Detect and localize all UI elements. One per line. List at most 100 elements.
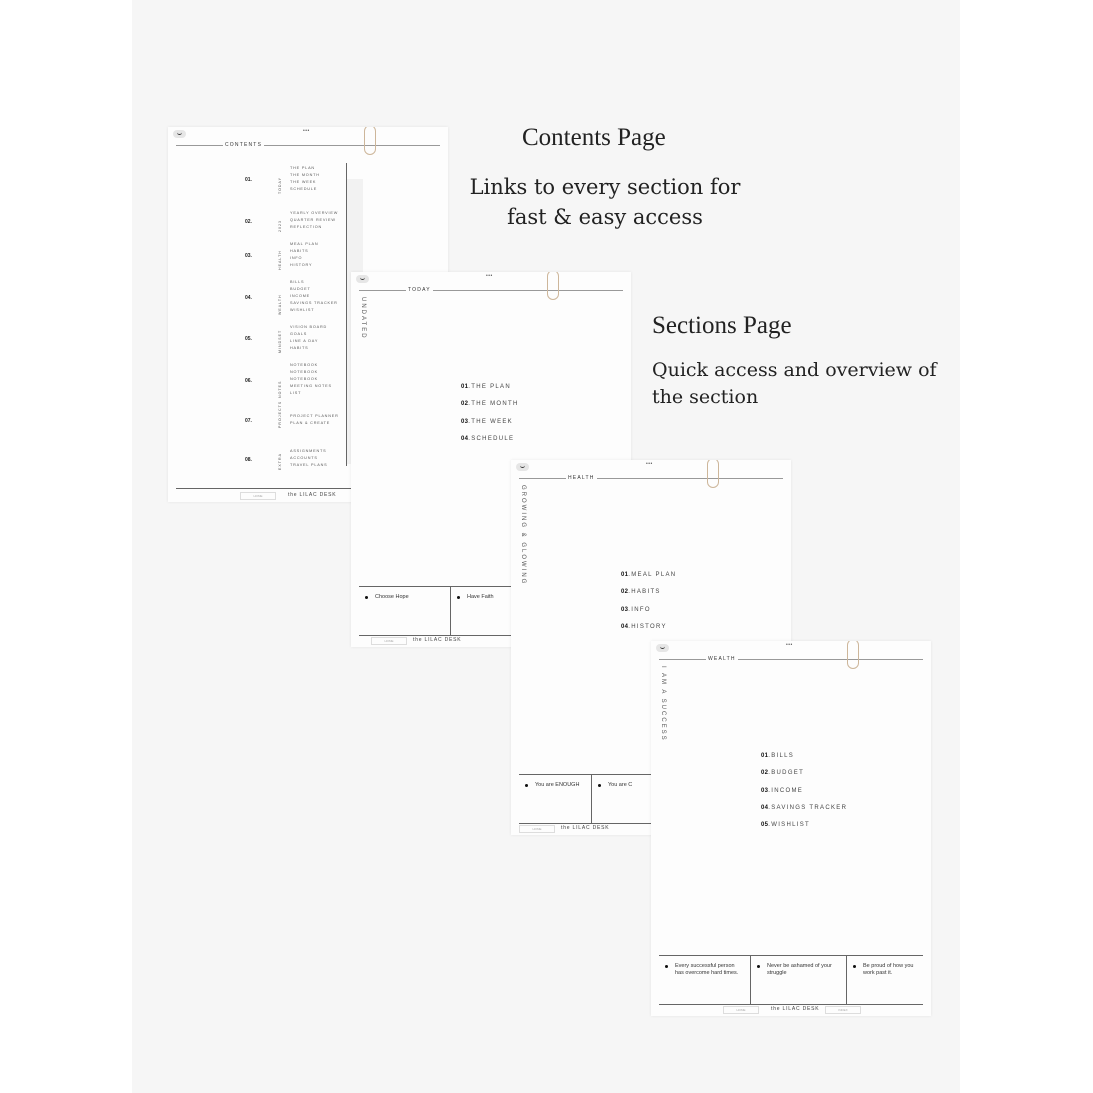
link-number: 01 (621, 572, 629, 578)
affirmation-cell: You are C (591, 775, 687, 823)
page-footer: HOME the LILAC DESK (168, 492, 448, 500)
link-label: .THE MONTH (468, 401, 519, 408)
section-category[interactable]: TODAY (278, 176, 282, 194)
section-link[interactable]: 03.INFO (621, 607, 676, 624)
link-label: .THE WEEK (468, 418, 513, 425)
contents-link[interactable]: HABITS (290, 249, 309, 253)
contents-link[interactable]: NOTEBOOK (290, 377, 318, 381)
contents-link[interactable]: HISTORY (290, 263, 313, 267)
contents-link[interactable]: THE PLAN (290, 166, 315, 170)
section-link[interactable]: 03.THE WEEK (461, 419, 519, 436)
section-number[interactable]: 01. (245, 177, 252, 183)
link-label: .THE PLAN (468, 384, 511, 390)
contents-link[interactable]: LIST (290, 391, 302, 395)
home-button[interactable]: HOME (371, 637, 407, 645)
section-category[interactable]: HEALTH (278, 250, 282, 270)
contents-link[interactable]: WISHLIST (290, 308, 315, 312)
sidebar-toggle-icon[interactable] (356, 275, 369, 283)
contents-link[interactable]: PLAN & CREATE (290, 421, 331, 425)
link-number: 02 (621, 589, 629, 596)
section-category[interactable]: PROJECTS (278, 400, 282, 428)
section-number[interactable]: 02. (245, 218, 252, 225)
sidebar-toggle-icon[interactable] (173, 130, 186, 138)
page-title: TODAY (406, 287, 433, 293)
sections-caption-subtitle: Quick access and overview of the section (652, 357, 937, 411)
contents-link[interactable]: TRAVEL PLANS (290, 463, 328, 467)
section-number[interactable]: 03. (245, 253, 252, 259)
section-category[interactable]: EXTRA (278, 453, 282, 470)
more-icon[interactable]: ••• (786, 642, 793, 648)
link-number: 03 (461, 418, 469, 425)
contents-link[interactable]: REFLECTION (290, 225, 323, 229)
home-button[interactable]: HOME (723, 1006, 759, 1014)
contents-caption-title: Contents Page (522, 124, 666, 151)
contents-link[interactable]: INFO (290, 256, 303, 260)
section-link[interactable]: 04.SAVINGS TRACKER (761, 805, 847, 822)
section-category[interactable]: 2023 (278, 220, 282, 232)
section-link[interactable]: 05.WISHLIST (761, 822, 847, 839)
section-link[interactable]: 02.THE MONTH (461, 401, 519, 418)
more-icon[interactable]: ••• (486, 273, 493, 279)
more-icon[interactable]: ••• (303, 128, 310, 134)
section-link[interactable]: 01.BILLS (761, 753, 847, 770)
contents-link[interactable]: ACCOUNTS (290, 456, 318, 460)
section-number[interactable]: 04. (245, 294, 252, 301)
contents-link[interactable]: LINE A DAY (290, 339, 319, 343)
section-link[interactable]: 02.BUDGET (761, 770, 847, 787)
contents-link[interactable]: INCOME (290, 294, 310, 298)
affirmation-cell: Every successful person has overcome har… (659, 956, 750, 1004)
contents-link[interactable]: MEETING NOTES (290, 384, 332, 388)
contents-link[interactable]: MEAL PLAN (290, 242, 319, 246)
section-link[interactable]: 04.SCHEDULE (461, 436, 519, 453)
section-link[interactable]: 02.HABITS (621, 589, 676, 606)
contents-link[interactable]: GOALS (290, 332, 308, 336)
section-link[interactable]: 01.THE PLAN (461, 384, 519, 401)
section-links: BILLS BUDGET INCOME SAVINGS TRACKER WISHLIST (290, 280, 338, 315)
index-button[interactable]: INDEX (825, 1006, 861, 1014)
contents-link[interactable]: YEARLY OVERVIEW (290, 211, 339, 215)
contents-link[interactable]: PROJECT PLANNER (290, 414, 339, 418)
contents-link[interactable]: HABITS (290, 346, 309, 350)
side-affirmation: GROWING & GLOWING (520, 485, 526, 586)
section-link[interactable]: 01.MEAL PLAN (621, 572, 676, 589)
section-number[interactable]: 07. (245, 418, 252, 424)
contents-link[interactable]: BILLS (290, 280, 305, 284)
section-category[interactable]: MINDSET (278, 329, 282, 353)
section-link[interactable]: 04.HISTORY (621, 624, 676, 641)
affirmation-box: Every successful person has overcome har… (659, 955, 923, 1005)
section-category[interactable]: NOTES (278, 380, 282, 398)
contents-link[interactable]: THE MONTH (290, 173, 320, 177)
brand-logo: the LILAC DESK (771, 1006, 820, 1012)
sidebar-toggle-icon[interactable] (656, 644, 669, 652)
home-button[interactable]: HOME (519, 825, 555, 833)
section-link[interactable]: 03.INCOME (761, 788, 847, 805)
link-label: .MEAL PLAN (628, 572, 677, 578)
sidebar-toggle-icon[interactable] (516, 463, 529, 471)
header-divider (359, 290, 623, 291)
brand-logo: the LILAC DESK (413, 637, 462, 643)
paperclip-icon (547, 272, 559, 300)
contents-link[interactable]: QUARTER REVIEW (290, 218, 336, 222)
contents-link[interactable]: VISION BOARD (290, 325, 328, 329)
contents-link[interactable]: SCHEDULE (290, 187, 318, 191)
section-category[interactable]: WEALTH (278, 294, 282, 315)
link-label: .INFO (628, 606, 651, 613)
link-number: 01 (761, 753, 769, 759)
affirmation-cell: Have Faith (450, 587, 546, 635)
contents-link[interactable]: NOTEBOOK (290, 370, 318, 374)
contents-link[interactable]: THE WEEK (290, 180, 317, 184)
more-icon[interactable]: ••• (646, 461, 653, 467)
section-number[interactable]: 08. (245, 456, 252, 463)
home-button[interactable]: HOME (240, 492, 276, 500)
contents-link[interactable]: NOTEBOOK (290, 363, 318, 367)
contents-link[interactable]: BUDGET (290, 287, 311, 291)
header-divider (176, 145, 440, 146)
contents-link[interactable]: SAVINGS TRACKER (290, 301, 338, 305)
section-number[interactable]: 06. (245, 377, 252, 384)
page-footer: HOME the LILAC DESK INDEX (651, 1006, 931, 1014)
contents-link[interactable]: ASSIGNMENTS (290, 449, 327, 453)
section-number[interactable]: 05. (245, 336, 252, 342)
